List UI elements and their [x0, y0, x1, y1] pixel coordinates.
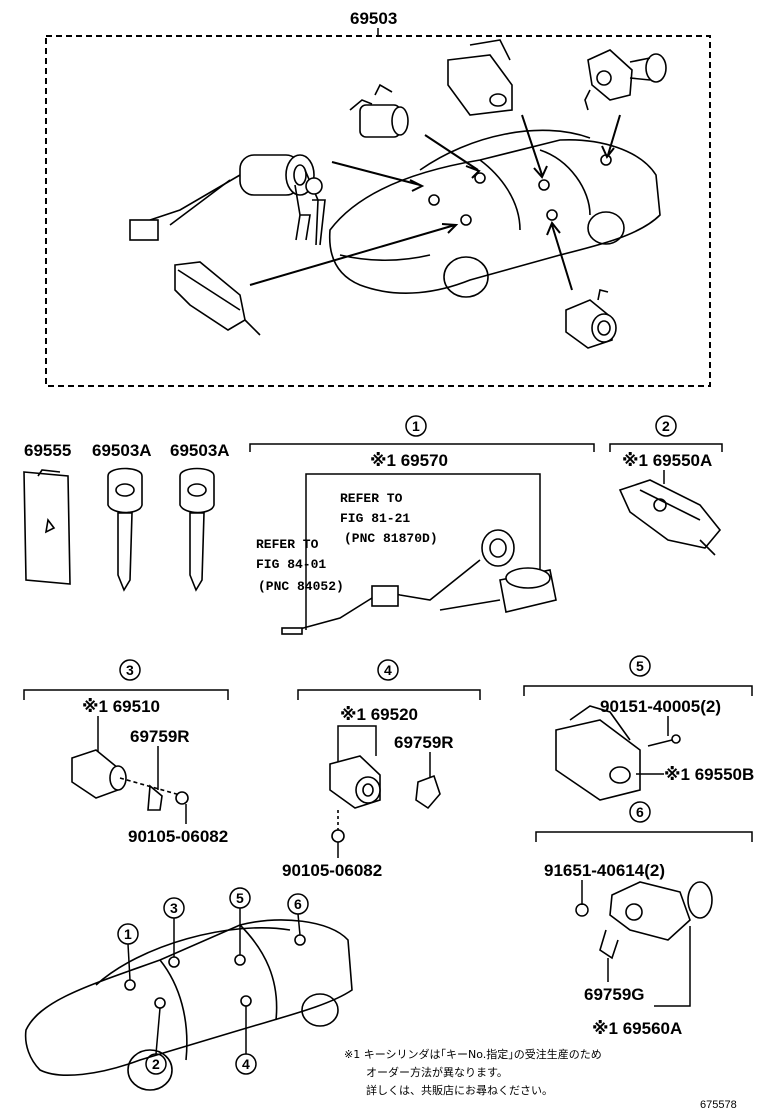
circled-number-3-top: [119, 659, 141, 681]
label-glovebox5[interactable]: ※1 69550B: [664, 765, 754, 784]
car-illustration-top: [328, 129, 661, 298]
glovebox-lock-top-illustration: [447, 39, 513, 116]
circled-number-5-top: [629, 655, 651, 677]
key1-illustration: [107, 467, 143, 592]
footnote-line2: オーダー方法が異なります。: [366, 1065, 508, 1079]
locator-callouts: 1 2 3 4 5 6: [117, 887, 309, 1075]
circled-number-2-top-label: 2: [662, 418, 670, 434]
door-lock-cylinder4-illustration: [329, 755, 441, 843]
footnote-line3: 詳しくは、共販店にお尋ねください。: [366, 1083, 553, 1097]
label-door-lock-set4[interactable]: ※1 69520: [340, 705, 418, 724]
trunk-lock-top-illustration: [584, 49, 667, 111]
group-2: 2 ※1 69550A: [609, 415, 723, 556]
key-plate-illustration: [23, 469, 71, 585]
circled-number-1-top: [405, 415, 427, 437]
ignition-cylinder-illustration: [129, 154, 326, 246]
label-screw5[interactable]: 90151-40005(2): [600, 697, 721, 716]
screw6-illustration: [575, 903, 589, 917]
door-lock-top-illustration: [349, 83, 409, 138]
circled-number-6-top: [629, 801, 651, 823]
refer-line6: (PNC 84052): [258, 579, 344, 594]
locator-number-2: 2: [152, 1056, 160, 1072]
label-assembly[interactable]: 69503: [350, 9, 397, 28]
label-ignition-cyl[interactable]: ※1 69570: [370, 451, 448, 470]
group-5: 5 90151-40005(2) ※1 69550B: [523, 655, 754, 801]
refer-line3: (PNC 81870D): [344, 531, 438, 546]
assembly-arrows: [249, 114, 621, 291]
locator-number-6: 6: [294, 896, 302, 912]
group-4: 4 ※1 69520 69759R 90105-06082: [282, 659, 481, 880]
circled-number-5-top-label: 5: [636, 658, 644, 674]
circled-number-2-top: [655, 415, 677, 437]
refer-line1: REFER TO: [340, 491, 403, 506]
figure-code: 675578: [700, 1099, 737, 1111]
circled-number-6-top-label: 6: [636, 804, 644, 820]
refer-line2: FIG 81-21: [340, 511, 410, 526]
key-group: 69555 69503A 69503A: [23, 441, 230, 592]
locator-number-1: 1: [124, 926, 132, 942]
refer-line4: REFER TO: [256, 537, 319, 552]
locator-number-3: 3: [170, 900, 178, 916]
footnote-line1: ※1 キーシリンダは｢キーNo.指定｣の受注生産のため: [344, 1047, 602, 1061]
label-spring3[interactable]: 69759R: [130, 727, 190, 746]
label-screw3[interactable]: 90105-06082: [128, 827, 228, 846]
car-illustration-bottom: [24, 919, 353, 1091]
ignition-cylinder-assembly-illustration: [281, 529, 557, 635]
group-3: 3 ※1 69510 69759R 90105-06082: [23, 659, 229, 846]
label-spring6[interactable]: 69759G: [584, 985, 645, 1004]
locator-number-4: 4: [242, 1056, 250, 1072]
label-screw4[interactable]: 90105-06082: [282, 861, 382, 880]
group-6: 6 91651-40614(2) 69759G ※1 69560A: [535, 801, 753, 1038]
group-1: 1 ※1 69570 REFER TO FIG 81-21 (PNC 81870…: [249, 415, 595, 635]
glovebox-lock-illustration: [618, 479, 722, 556]
label-trunk6[interactable]: ※1 69560A: [592, 1019, 682, 1038]
assembly-group: 69503: [45, 9, 711, 387]
label-door-lock-set3[interactable]: ※1 69510: [82, 697, 160, 716]
locator-car: 1 2 3 4 5 6: [24, 887, 353, 1091]
circled-number-4-top-label: 4: [384, 662, 392, 678]
door-lock-cylinder-top-illustration: [565, 289, 617, 349]
trunk-lock6-illustration: [599, 881, 713, 960]
circled-number-3-top-label: 3: [126, 662, 134, 678]
label-spring4[interactable]: 69759R: [394, 733, 454, 752]
label-glovebox-lock[interactable]: ※1 69550A: [622, 451, 712, 470]
glovebox-lock-lower-illustration: [174, 261, 261, 336]
label-key2[interactable]: 69503A: [170, 441, 230, 460]
assembly-dashed-box: [45, 35, 711, 387]
circled-number-4-top: [377, 659, 399, 681]
door-lock-actuator3-illustration: [71, 749, 189, 811]
glovebox-lock5-illustration: [555, 705, 681, 801]
key2-illustration: [179, 467, 215, 592]
label-key1[interactable]: 69503A: [92, 441, 152, 460]
label-screw6[interactable]: 91651-40614(2): [544, 861, 665, 880]
label-key-plate[interactable]: 69555: [24, 441, 71, 460]
refer-line5: FIG 84-01: [256, 557, 326, 572]
locator-number-5: 5: [236, 890, 244, 906]
circled-number-1-top-label: 1: [412, 418, 420, 434]
